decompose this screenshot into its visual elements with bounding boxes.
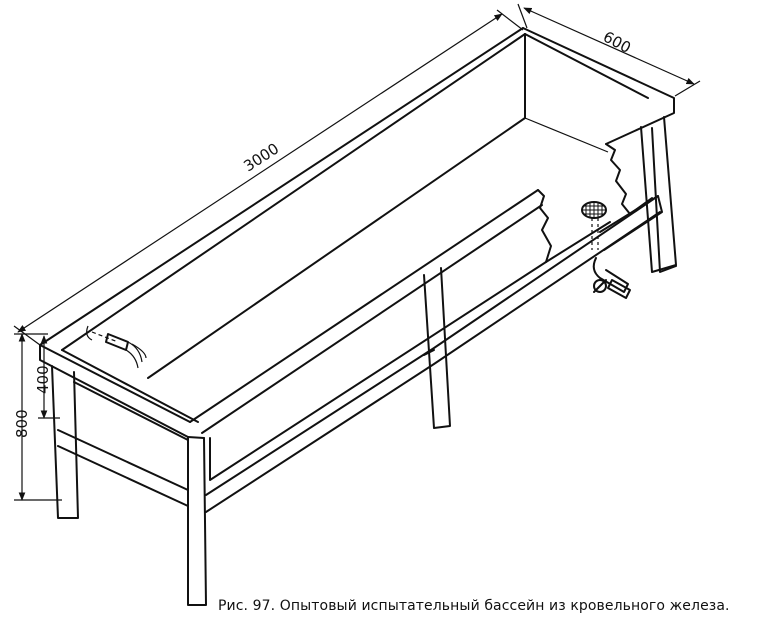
inlet-pipe	[86, 325, 147, 369]
width-label: 600	[600, 28, 634, 57]
drain-valve	[581, 201, 631, 299]
height-total-label: 800	[13, 409, 31, 438]
dimension-height: 800 400	[13, 333, 62, 501]
dimension-width: 600	[517, 3, 701, 97]
rear-legs	[423, 116, 677, 429]
height-upper-label: 400	[34, 365, 52, 394]
basin-interior	[61, 33, 649, 423]
frame	[51, 127, 677, 606]
figure-caption: Рис. 97. Опытовый испытательный бассейн …	[218, 598, 730, 614]
front-wall	[209, 221, 611, 481]
drain-strainer-icon	[581, 201, 607, 219]
length-label: 3000	[240, 139, 282, 175]
